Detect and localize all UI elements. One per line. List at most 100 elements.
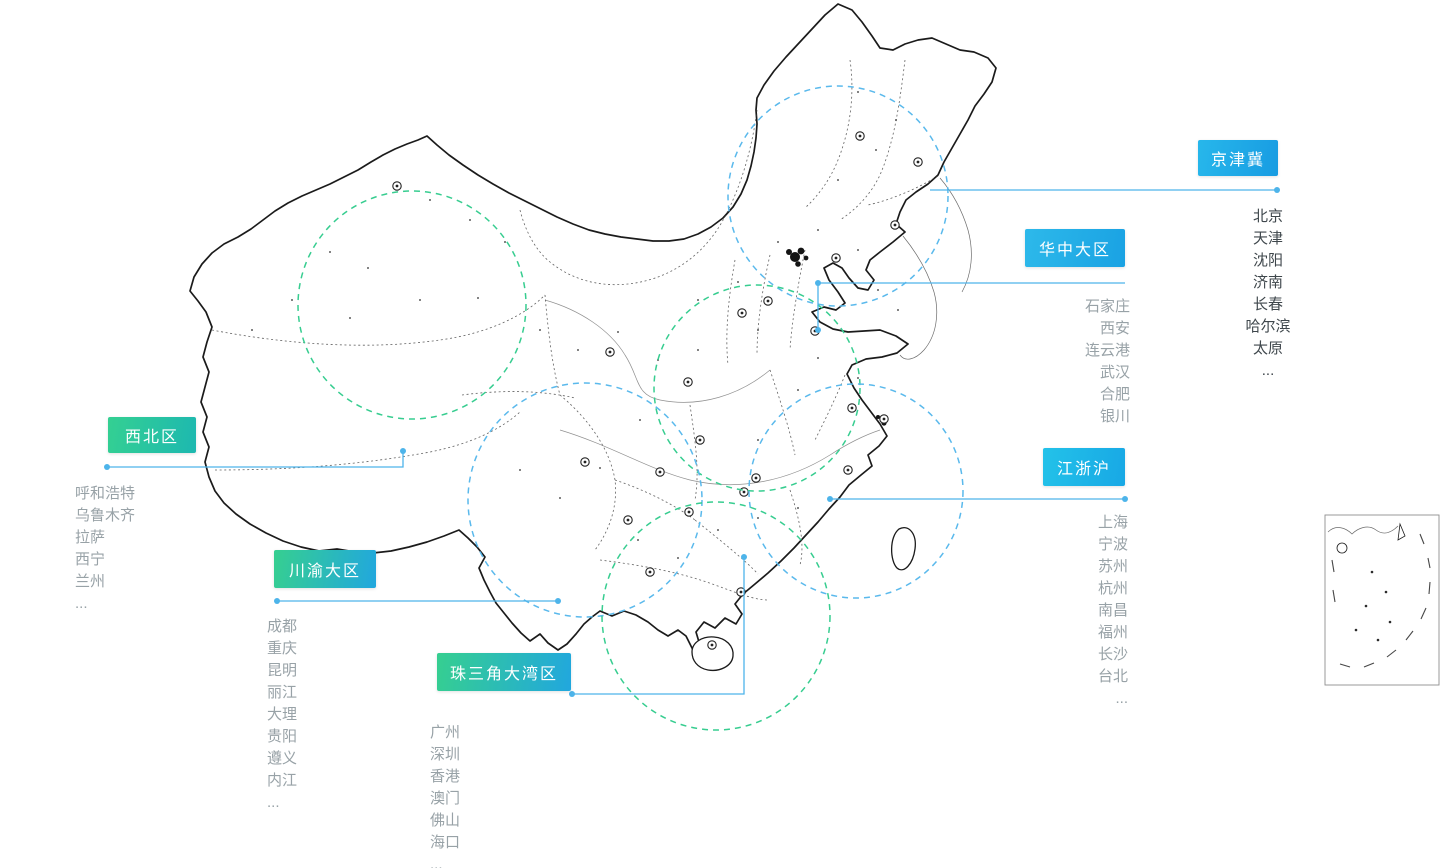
city-item: ... [75, 595, 88, 612]
city-item: 丽江 [267, 684, 298, 701]
region-cities-jiangzhehu: 上海宁波苏州杭州南昌福州长沙台北... [988, 512, 1128, 710]
city-marker-icon [843, 465, 853, 475]
region-badge-chuanyu[interactable]: 川渝大区 [274, 550, 376, 588]
city-marker-icon [707, 640, 717, 650]
city-item: 乌鲁木齐 [75, 507, 136, 524]
city-marker-icon [655, 467, 665, 477]
city-item: 昆明 [267, 662, 298, 679]
city-item: 香港 [430, 768, 461, 785]
city-item: 拉萨 [75, 529, 106, 546]
city-item: 武汉 [1099, 364, 1130, 381]
city-item: 西安 [1099, 320, 1130, 337]
taiwan-island [890, 527, 916, 571]
leader-jingjinji [930, 187, 1280, 193]
leader-jiangzhehu [827, 496, 1128, 502]
china-outline [189, 3, 997, 659]
city-marker-icon [855, 131, 865, 141]
city-item: 济南 [1252, 274, 1283, 291]
city-marker-icon [684, 507, 694, 517]
city-marker-icon [645, 567, 655, 577]
city-item: 澳门 [430, 790, 461, 807]
region-circle-xibei [297, 190, 527, 420]
region-circle-zhusanjiao [601, 501, 831, 731]
city-item: 贵阳 [267, 728, 298, 745]
city-marker-icon [605, 347, 615, 357]
city-item: ... [430, 856, 443, 868]
city-item: 广州 [430, 724, 461, 741]
city-marker-icon [392, 181, 402, 191]
leader-huazhong [815, 280, 1125, 333]
city-item: 深圳 [430, 746, 461, 763]
city-item: 苏州 [1097, 558, 1128, 575]
region-badge-label: 华中大区 [1038, 242, 1111, 259]
province-borders [211, 59, 939, 601]
region-cities-chuanyu: 成都重庆昆明丽江大理贵阳遵义内江... [267, 616, 387, 814]
city-item: 台北 [1097, 668, 1128, 685]
city-item: 宁波 [1097, 536, 1128, 553]
city-marker-icon [763, 296, 773, 306]
city-item: 太原 [1252, 340, 1283, 357]
region-badge-label: 西北区 [124, 429, 179, 446]
city-item: 杭州 [1097, 580, 1128, 597]
south-china-sea-inset [1324, 514, 1440, 686]
city-marker-icon [695, 435, 705, 445]
region-circle-chuanyu [467, 382, 703, 618]
region-cities-huazhong: 石家庄西安连云港武汉合肥银川 [990, 296, 1130, 428]
city-item: 兰州 [75, 573, 106, 590]
city-marker-icon [879, 414, 889, 424]
region-badge-huazhong[interactable]: 华中大区 [1025, 229, 1125, 267]
region-cities-jingjinji: 北京天津沈阳济南长春哈尔滨太原... [1198, 206, 1338, 382]
region-badge-jiangzhehu[interactable]: 江浙沪 [1043, 448, 1125, 486]
city-item: ... [267, 794, 280, 811]
city-item: 上海 [1097, 514, 1128, 531]
city-item: 海口 [430, 834, 461, 851]
city-item: 北京 [1252, 208, 1283, 225]
region-badge-jingjinji[interactable]: 京津冀 [1198, 140, 1278, 176]
city-item: 福州 [1097, 624, 1128, 641]
city-item: 佛山 [430, 812, 461, 829]
region-circle-jingjinji [727, 85, 949, 307]
neighbor-coastlines [899, 177, 972, 360]
region-circle-jiangzhehu [748, 383, 964, 599]
city-marker-icon [623, 515, 633, 525]
region-circle-huazhong [653, 284, 861, 492]
leader-xibei [104, 448, 406, 470]
city-item: 大理 [267, 706, 298, 723]
city-item: 内江 [267, 772, 298, 789]
city-marker-icon [847, 403, 857, 413]
leader-chuanyu [274, 598, 561, 604]
city-marker-icon [913, 157, 923, 167]
leader-zhusanjiao [569, 554, 747, 697]
hainan-island [691, 636, 734, 672]
region-cities-zhusanjiao: 广州深圳香港澳门佛山海口... [430, 722, 560, 868]
city-item: 长沙 [1097, 646, 1128, 663]
region-badge-label: 京津冀 [1210, 152, 1265, 169]
city-item: 合肥 [1099, 386, 1130, 403]
city-item: 石家庄 [1084, 298, 1130, 315]
city-item: ... [1115, 690, 1128, 707]
region-badge-zhusanjiao[interactable]: 珠三角大湾区 [437, 653, 571, 691]
region-badge-label: 江浙沪 [1056, 461, 1111, 478]
region-badge-xibei[interactable]: 西北区 [108, 417, 196, 453]
city-marker-icon [890, 220, 900, 230]
city-item: 哈尔滨 [1245, 318, 1291, 335]
city-item: 银川 [1099, 408, 1130, 425]
city-item: 西宁 [75, 551, 106, 568]
city-marker-icon [683, 377, 693, 387]
city-marker-icon [737, 308, 747, 318]
region-cities-xibei: 呼和浩特乌鲁木齐拉萨西宁兰州... [75, 483, 225, 615]
terrain-blobs [786, 247, 887, 426]
city-item: ... [1261, 362, 1275, 379]
city-marker-icon [751, 473, 761, 483]
city-item: 南昌 [1097, 602, 1128, 619]
city-item: 天津 [1252, 230, 1283, 247]
city-item: 沈阳 [1252, 252, 1283, 269]
city-item: 长春 [1252, 296, 1283, 313]
region-badge-label: 川渝大区 [288, 563, 361, 580]
region-badge-label: 珠三角大湾区 [449, 666, 558, 683]
city-item: 重庆 [267, 640, 298, 657]
city-item: 成都 [267, 618, 298, 635]
city-item: 呼和浩特 [75, 485, 136, 502]
